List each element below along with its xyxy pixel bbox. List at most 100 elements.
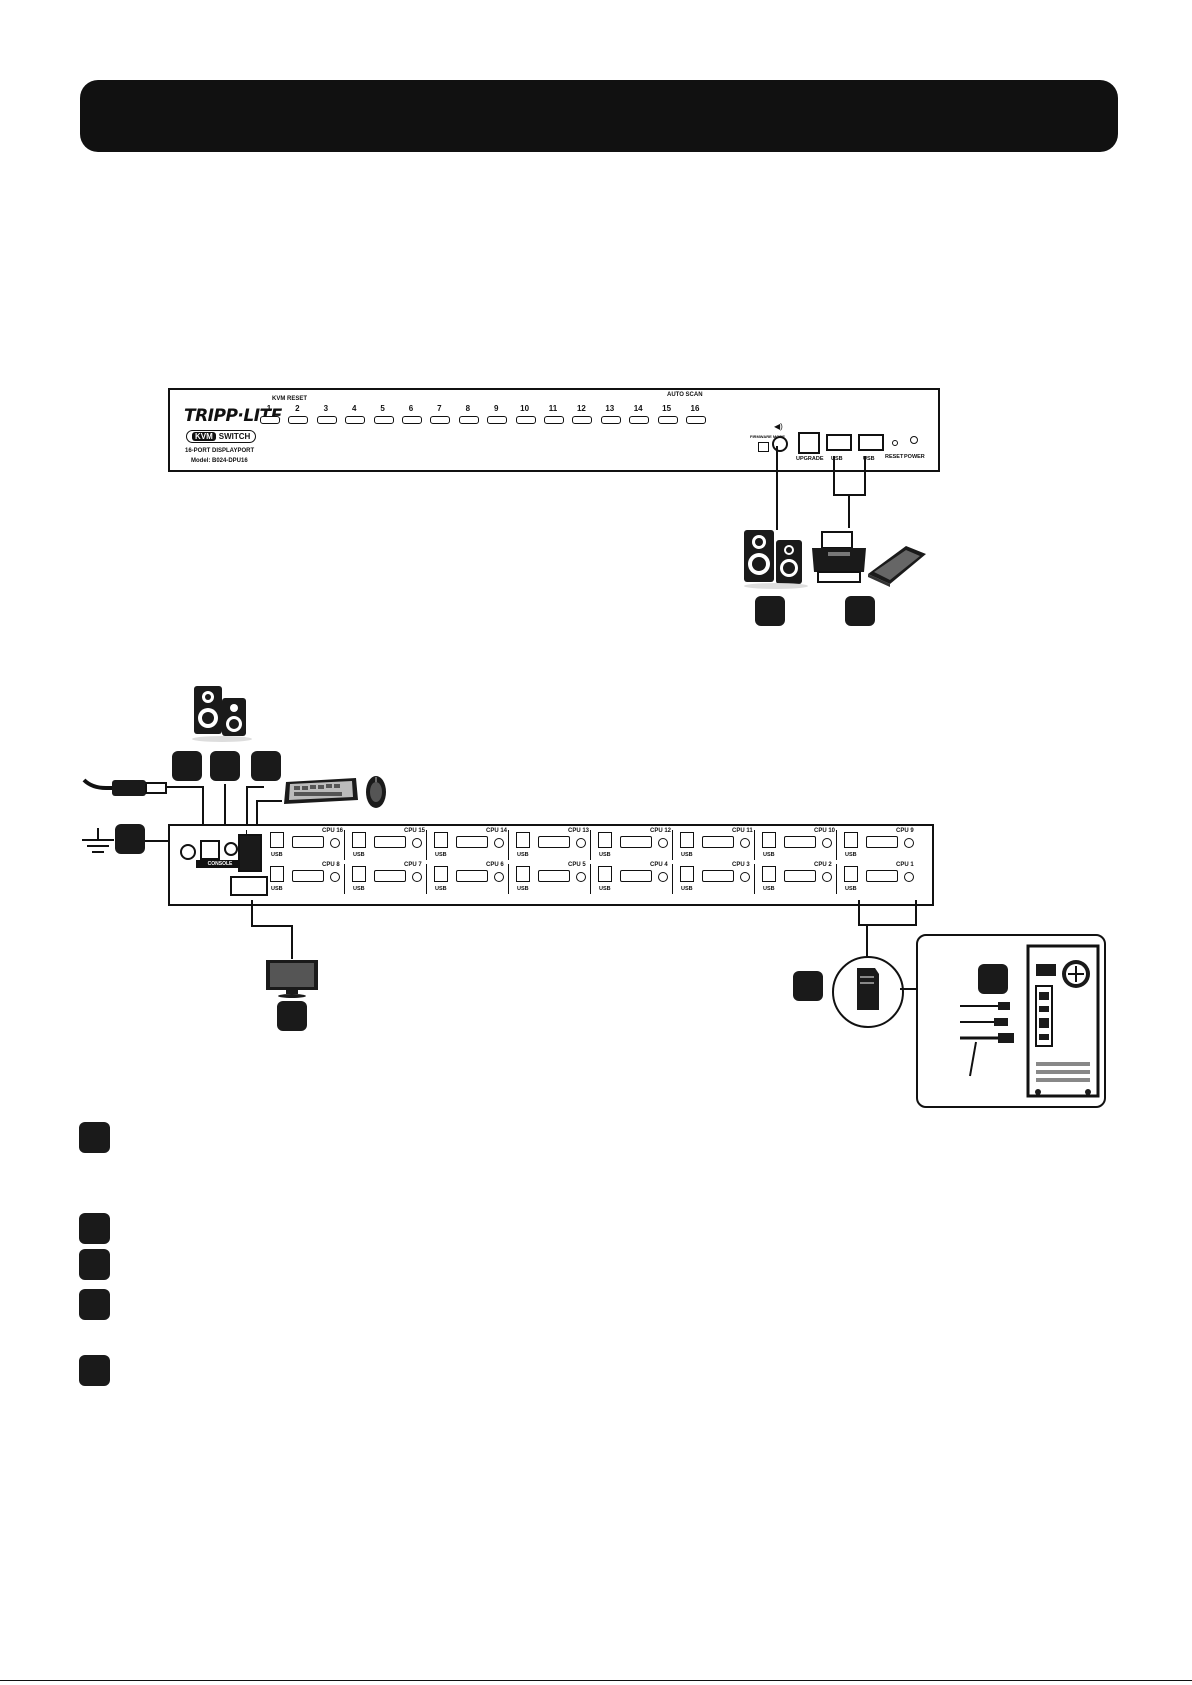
usb-b-port[interactable] — [270, 866, 284, 882]
usb-b-port[interactable] — [598, 866, 612, 882]
console-usb-ports[interactable] — [238, 834, 262, 872]
port-button-8[interactable] — [458, 416, 479, 424]
audio-jack[interactable] — [740, 872, 750, 882]
usb-b-port[interactable] — [434, 866, 448, 882]
displayport-port[interactable] — [702, 870, 734, 882]
port-button-16[interactable] — [686, 416, 706, 424]
displayport-port[interactable] — [620, 836, 652, 848]
reset-button[interactable] — [892, 440, 898, 446]
cpu-label: CPU 13 — [568, 828, 590, 834]
audio-jack[interactable] — [576, 838, 586, 848]
audio-jack[interactable] — [330, 838, 340, 848]
console-displayport[interactable] — [230, 876, 268, 896]
displayport-port[interactable] — [866, 870, 898, 882]
port-number-9: 9 — [493, 404, 499, 413]
usb-b-port[interactable] — [434, 832, 448, 848]
port-divider — [426, 830, 427, 860]
usb-port-label: USB — [763, 886, 775, 892]
audio-jack[interactable] — [494, 838, 504, 848]
port-button-2[interactable] — [288, 416, 309, 424]
power-jack[interactable] — [200, 840, 220, 860]
displayport-port[interactable] — [292, 836, 324, 848]
upgrade-label: UPGRADE — [796, 456, 824, 462]
usb-b-port[interactable] — [598, 832, 612, 848]
displayport-port[interactable] — [374, 870, 406, 882]
upgrade-port[interactable] — [798, 432, 820, 454]
audio-jack[interactable] — [412, 872, 422, 882]
audio-jack[interactable] — [412, 838, 422, 848]
usb-b-port[interactable] — [270, 832, 284, 848]
audio-jack[interactable] — [740, 838, 750, 848]
usb-port-front-2[interactable] — [858, 434, 884, 451]
pc-line-bridge — [858, 924, 917, 926]
displayport-port[interactable] — [374, 836, 406, 848]
port-divider — [836, 830, 837, 860]
port-button-14[interactable] — [629, 416, 650, 424]
usb-b-port[interactable] — [680, 866, 694, 882]
audio-jack[interactable] — [330, 872, 340, 882]
cpu-label: CPU 7 — [404, 862, 422, 868]
console-audio-jack[interactable] — [224, 842, 238, 856]
usb-b-port[interactable] — [516, 832, 530, 848]
port-number-1: 1 — [266, 404, 272, 413]
usb-b-port[interactable] — [516, 866, 530, 882]
port-button-6[interactable] — [402, 416, 422, 424]
mode-switch[interactable] — [758, 442, 769, 452]
port-button-7[interactable] — [430, 416, 451, 424]
displayport-port[interactable] — [456, 870, 488, 882]
usb-port-label: USB — [599, 852, 611, 858]
port-divider — [754, 864, 755, 894]
usb-b-port[interactable] — [762, 866, 776, 882]
ground-screw[interactable] — [180, 844, 196, 860]
audio-jack[interactable] — [904, 872, 914, 882]
usb-b-port[interactable] — [844, 866, 858, 882]
displayport-port[interactable] — [538, 870, 570, 882]
audio-out-jack[interactable] — [772, 436, 788, 452]
step-badge-power — [172, 751, 202, 781]
usb-port-label: USB — [845, 852, 857, 858]
brand-logo: TRIPP·LITE — [184, 406, 282, 426]
audio-jack[interactable] — [658, 838, 668, 848]
legend-badge-2 — [79, 1213, 110, 1244]
port-number-13: 13 — [605, 404, 615, 413]
displayport-port[interactable] — [292, 870, 324, 882]
usb-front-label-2: USB — [863, 456, 875, 462]
audio-jack[interactable] — [822, 838, 832, 848]
port-button-9[interactable] — [487, 416, 508, 424]
power-plug-icon — [82, 778, 167, 796]
port-button-13[interactable] — [600, 416, 621, 424]
port-button-15[interactable] — [657, 416, 678, 424]
usb-b-port[interactable] — [680, 832, 694, 848]
displayport-port[interactable] — [620, 870, 652, 882]
port-button-1[interactable] — [260, 416, 280, 424]
displayport-port[interactable] — [866, 836, 898, 848]
pc-line-2 — [915, 900, 917, 926]
usb-b-port[interactable] — [844, 832, 858, 848]
audio-jack[interactable] — [822, 872, 832, 882]
usb-console-line-h — [246, 786, 264, 788]
usb-b-port[interactable] — [352, 832, 366, 848]
monitor-line-h — [251, 925, 293, 927]
port-button-4[interactable] — [345, 416, 366, 424]
usb-b-port[interactable] — [762, 832, 776, 848]
displayport-port[interactable] — [702, 836, 734, 848]
displayport-port[interactable] — [456, 836, 488, 848]
audio-jack[interactable] — [658, 872, 668, 882]
port-button-5[interactable] — [373, 416, 394, 424]
port-button-12[interactable] — [572, 416, 593, 424]
port-button-11[interactable] — [544, 416, 564, 424]
audio-jack[interactable] — [576, 872, 586, 882]
port-button-3[interactable] — [316, 416, 337, 424]
audio-jack[interactable] — [904, 838, 914, 848]
displayport-port[interactable] — [784, 836, 816, 848]
port-button-10[interactable] — [515, 416, 536, 424]
usb-port-front-1[interactable] — [826, 434, 852, 451]
usb-port-label: USB — [763, 852, 775, 858]
displayport-port[interactable] — [784, 870, 816, 882]
usb-b-port[interactable] — [352, 866, 366, 882]
kvm-cable-icon — [960, 1002, 1014, 1077]
displayport-port[interactable] — [538, 836, 570, 848]
audio-jack[interactable] — [494, 872, 504, 882]
port-divider — [426, 864, 427, 894]
